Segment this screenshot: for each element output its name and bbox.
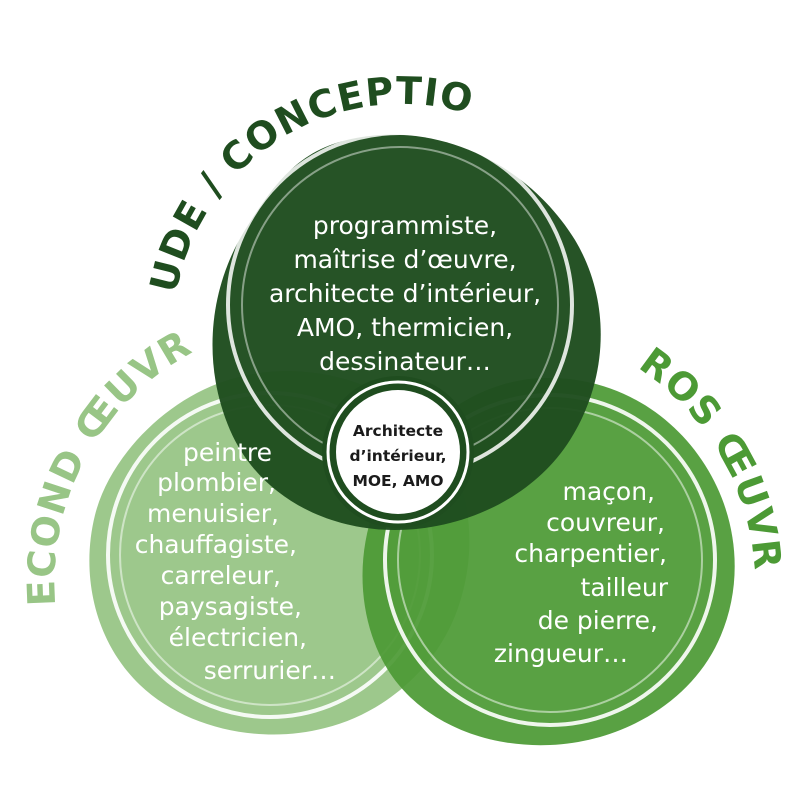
center-line-1: Architecte xyxy=(353,422,443,440)
center-line-3: MOE, AMO xyxy=(352,472,443,490)
etude-line-3: architecte d’intérieur, xyxy=(269,279,541,308)
etude-blob xyxy=(212,134,601,531)
gros-line-3: charpentier, xyxy=(514,539,667,568)
gros-line-1: maçon, xyxy=(562,477,655,506)
center-line-2: d’intérieur, xyxy=(349,447,446,465)
etude-line-2: maîtrise d’œuvre, xyxy=(293,245,516,274)
second-oeuvre-list: peintre plombier, menuisier, chauffagist… xyxy=(135,438,336,685)
etude-list: programmiste, maîtrise d’œuvre, architec… xyxy=(269,211,541,376)
etude-line-5: dessinateur… xyxy=(319,347,491,376)
second-line-3: menuisier, xyxy=(147,499,279,528)
second-line-8: serrurier… xyxy=(204,656,336,685)
center-badge: Architecte d’intérieur, MOE, AMO xyxy=(322,376,474,528)
second-line-5: carreleur, xyxy=(161,561,281,590)
second-line-4: chauffagiste, xyxy=(135,530,297,559)
etude-line-1: programmiste, xyxy=(313,211,497,240)
second-line-2: plombier, xyxy=(157,468,276,497)
gros-line-6: zingueur… xyxy=(494,639,628,668)
second-line-6: paysagiste, xyxy=(159,592,302,621)
gros-line-5: de pierre, xyxy=(538,606,658,635)
second-line-1: peintre xyxy=(183,438,272,467)
gros-line-2: couvreur, xyxy=(546,508,665,537)
gros-line-4: tailleur xyxy=(581,573,669,602)
gros-oeuvre-list: maçon, couvreur, charpentier, tailleur d… xyxy=(494,477,669,668)
second-line-7: électricien, xyxy=(169,623,307,652)
etude-line-4: AMO, thermicien, xyxy=(297,313,513,342)
